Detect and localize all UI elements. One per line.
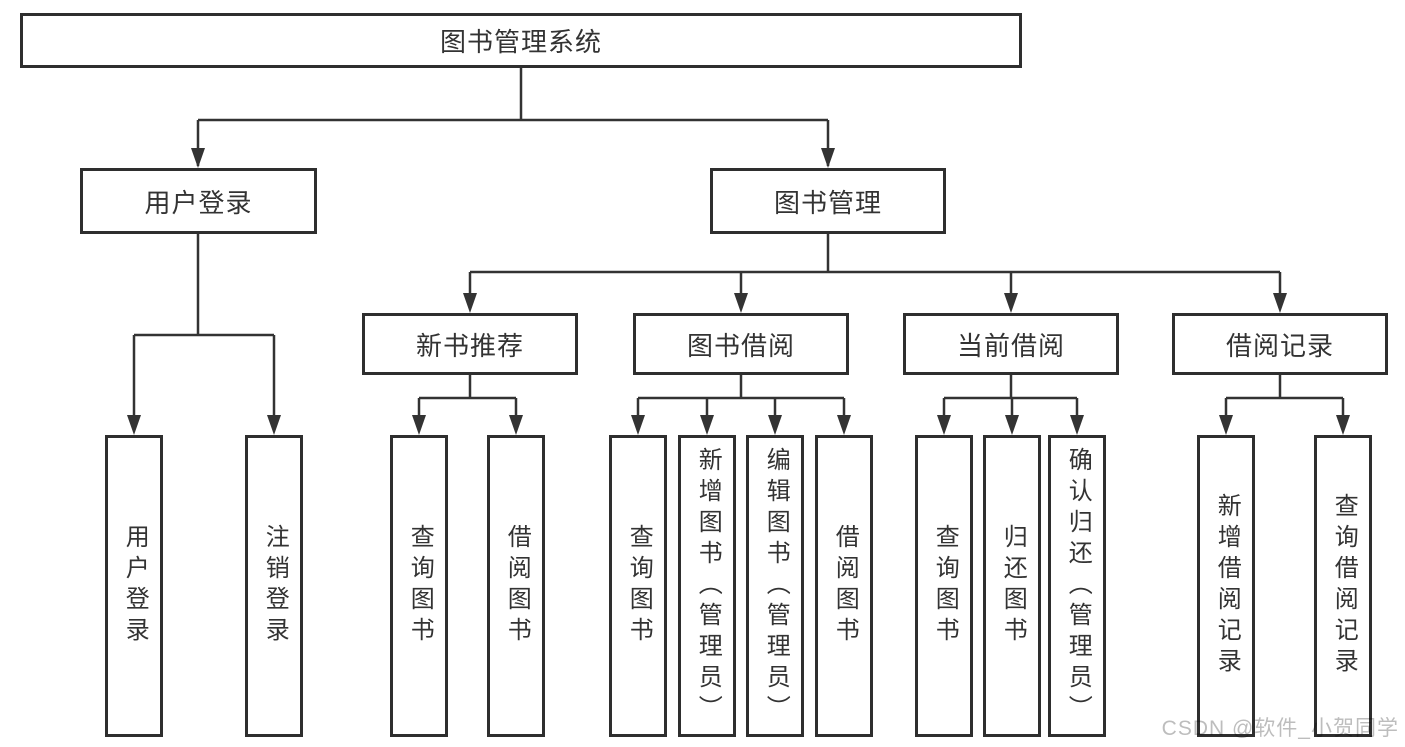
leaf-query-books-1: 查询图书 <box>390 435 448 737</box>
leaf-return-book-label: 归还图书 <box>999 524 1027 648</box>
leaf-add-borrow-record: 新增借阅记录 <box>1197 435 1255 737</box>
leaf-borrow-books-2-label: 借阅图书 <box>831 524 859 648</box>
leaf-user-login: 用户登录 <box>105 435 163 737</box>
leaf-logout-login: 注销登录 <box>245 435 303 737</box>
leaf-query-borrow-record-label: 查询借阅记录 <box>1330 493 1358 679</box>
leaf-add-book-admin-label: 新增图书（管理员） <box>694 446 722 726</box>
node-borrow-records: 借阅记录 <box>1172 313 1388 375</box>
leaf-query-books-2: 查询图书 <box>609 435 667 737</box>
leaf-add-book-admin: 新增图书（管理员） <box>678 435 736 737</box>
leaf-user-login-label: 用户登录 <box>121 524 149 648</box>
node-new-book-recommend: 新书推荐 <box>362 313 578 375</box>
leaf-logout-login-label: 注销登录 <box>261 524 289 648</box>
leaf-add-borrow-record-label: 新增借阅记录 <box>1213 493 1241 679</box>
node-book-management: 图书管理 <box>710 168 946 234</box>
node-current-borrow: 当前借阅 <box>903 313 1119 375</box>
node-book-management-label: 图书管理 <box>773 187 882 218</box>
leaf-query-borrow-record: 查询借阅记录 <box>1314 435 1372 737</box>
node-book-borrow: 图书借阅 <box>633 313 849 375</box>
leaf-query-books-1-label: 查询图书 <box>406 524 434 648</box>
node-current-borrow-label: 当前借阅 <box>956 330 1065 361</box>
leaf-return-book: 归还图书 <box>983 435 1041 737</box>
node-borrow-records-label: 借阅记录 <box>1225 330 1334 361</box>
node-user-login-group-label: 用户登录 <box>144 187 253 218</box>
leaf-edit-book-admin: 编辑图书（管理员） <box>746 435 804 737</box>
node-new-book-recommend-label: 新书推荐 <box>415 330 524 361</box>
leaf-edit-book-admin-label: 编辑图书（管理员） <box>762 446 790 726</box>
node-root-label: 图书管理系统 <box>439 27 602 57</box>
leaf-borrow-books-1-label: 借阅图书 <box>503 524 531 648</box>
node-root: 图书管理系统 <box>20 13 1022 68</box>
node-user-login-group: 用户登录 <box>80 168 317 234</box>
leaf-borrow-books-2: 借阅图书 <box>815 435 873 737</box>
leaf-query-books-3: 查询图书 <box>915 435 973 737</box>
leaf-borrow-books-1: 借阅图书 <box>487 435 545 737</box>
leaf-confirm-return-admin-label: 确认归还（管理员） <box>1064 446 1092 726</box>
leaf-confirm-return-admin: 确认归还（管理员） <box>1048 435 1106 737</box>
leaf-query-books-3-label: 查询图书 <box>931 524 959 648</box>
csdn-watermark: CSDN @软件_小贺同学 <box>1161 717 1399 740</box>
node-book-borrow-label: 图书借阅 <box>686 330 795 361</box>
leaf-query-books-2-label: 查询图书 <box>625 524 653 648</box>
